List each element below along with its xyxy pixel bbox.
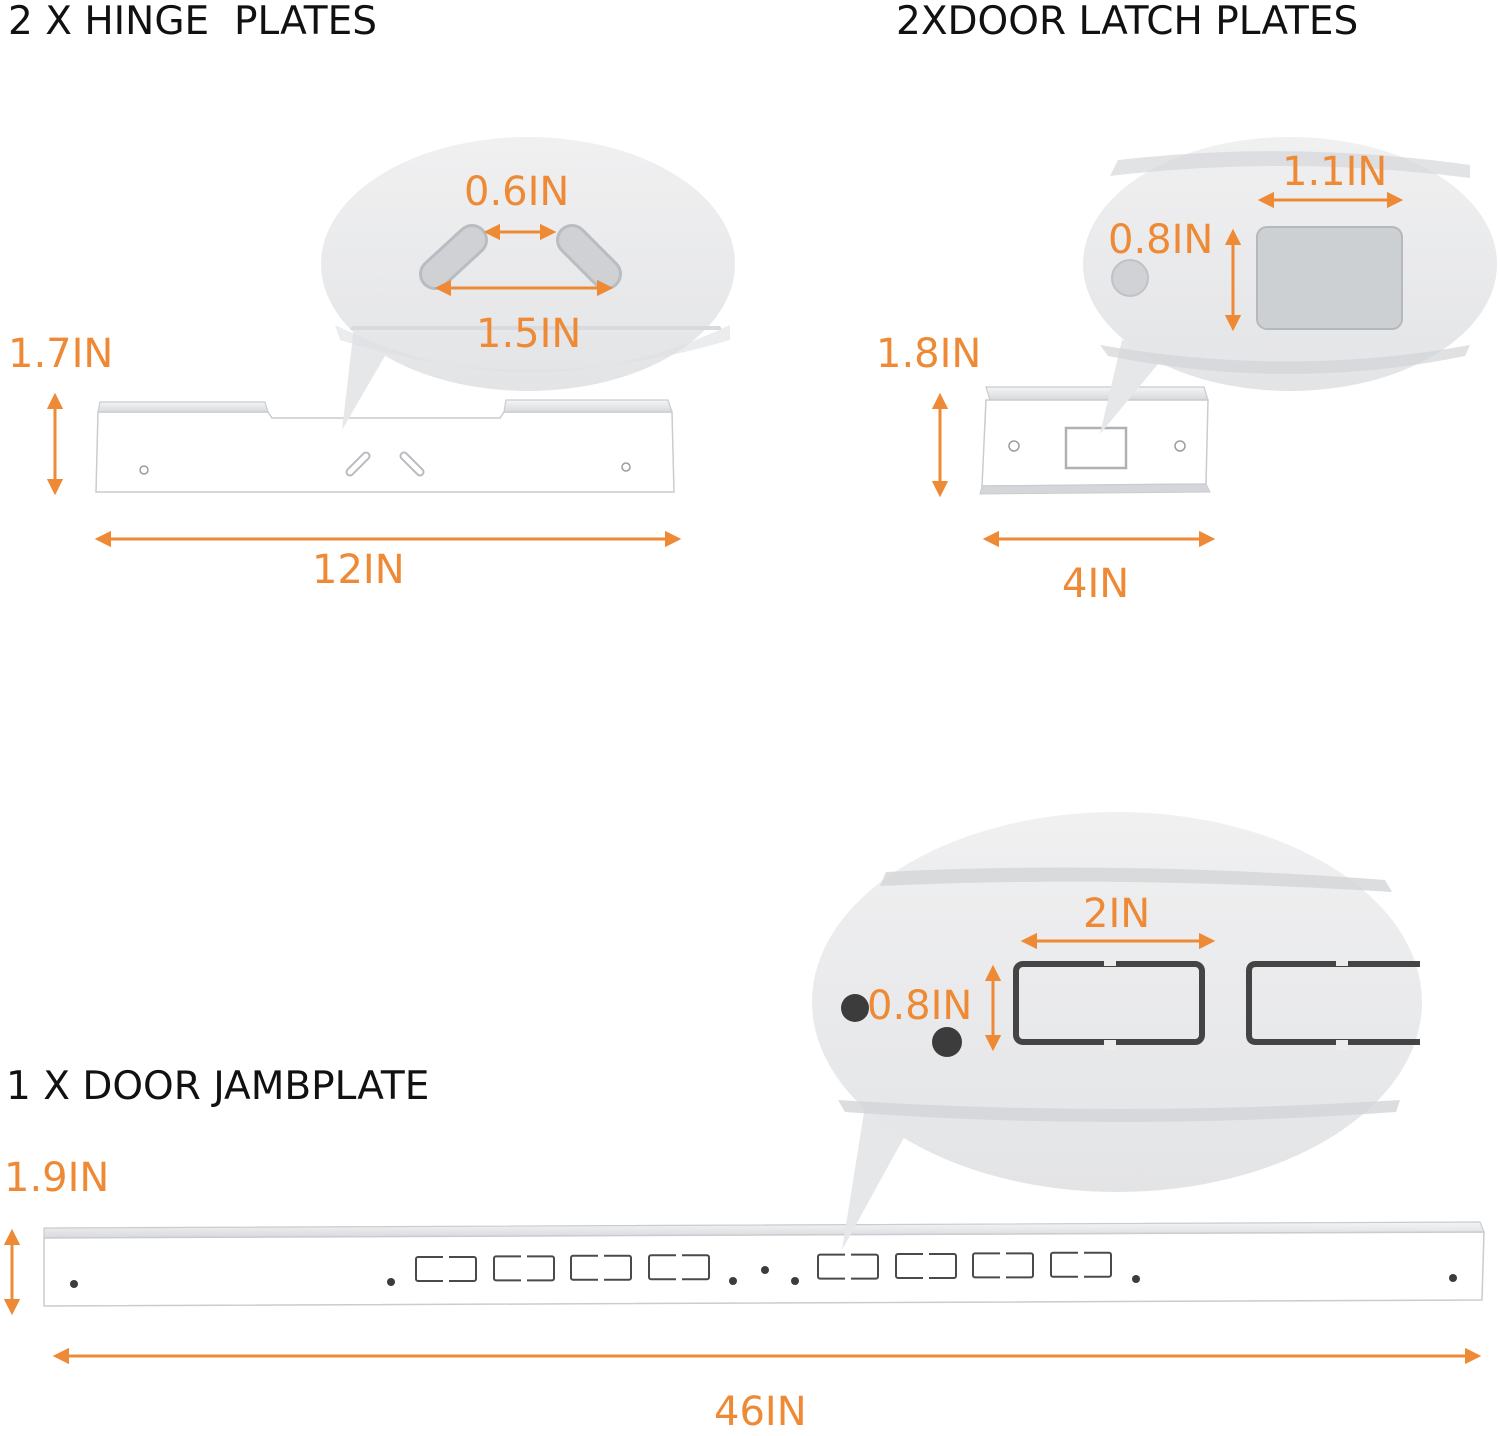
latch-opening [1064, 426, 1128, 470]
jamb-screw-hole [70, 1280, 78, 1288]
latch-opening-height-label: 0.8IN [1108, 217, 1214, 263]
latch-screw-hole [1174, 440, 1186, 452]
latch-plates-title: 2XDOOR LATCH PLATES [896, 0, 1359, 44]
jamb-opening-enlarged [1246, 956, 1420, 1050]
jamb-plate-openings [70, 1250, 1457, 1288]
jamb-screw-hole [729, 1277, 737, 1285]
jamb-plate-group [3, 812, 1485, 1365]
hinge-slot-gap-label: 0.6IN [464, 169, 570, 215]
latch-opening-width-label: 1.1IN [1282, 149, 1388, 195]
latch-height-label: 1.8IN [876, 331, 982, 377]
hinge-width-label: 12IN [312, 547, 405, 593]
jamb-length-label: 46IN [714, 1389, 807, 1435]
jamb-opening-height-label: 0.8IN [867, 983, 973, 1029]
jamb-opening-width-label: 2IN [1083, 891, 1151, 937]
jamb-screw-hole-enlarged [932, 1027, 962, 1057]
jamb-opening [1050, 1251, 1112, 1278]
hinge-screw-hole [621, 462, 631, 472]
latch-plate-lip [979, 483, 1211, 495]
jamb-opening [648, 1254, 710, 1281]
jamb-opening [817, 1253, 879, 1280]
latch-width-label: 4IN [1062, 561, 1130, 607]
latch-plate-flange [985, 386, 1209, 401]
jamb-opening [972, 1252, 1034, 1279]
jamb-screw-hole [1132, 1275, 1140, 1283]
jamb-opening [570, 1254, 632, 1281]
jamb-callout-bubble [812, 812, 1422, 1192]
jamb-callout-pointer [842, 1100, 918, 1250]
jamb-screw-hole [387, 1278, 395, 1286]
hinge-plates-title: 2 X HINGE PLATES [8, 0, 377, 44]
jamb-opening [493, 1255, 555, 1282]
latch-screw-hole-enlarged [1111, 259, 1149, 297]
latch-screw-hole [1008, 440, 1020, 452]
hinge-plate-flange-right [503, 399, 673, 413]
jamb-opening [895, 1253, 957, 1279]
hinge-plate-flange-left [97, 401, 269, 413]
jamb-screw-hole [791, 1277, 799, 1285]
hinge-plate-group [46, 137, 735, 548]
hinge-slot-span-label: 1.5IN [476, 311, 582, 357]
jamb-screw-hole [761, 1266, 769, 1274]
hinge-screw-hole [139, 465, 149, 475]
jamb-plate-title: 1 X DOOR JAMBPLATE [6, 1064, 430, 1109]
jamb-height-label: 1.9IN [4, 1155, 110, 1201]
jamb-screw-hole-enlarged [841, 994, 869, 1022]
jamb-screw-hole [1449, 1274, 1457, 1282]
jamb-opening [415, 1256, 477, 1282]
latch-plate-group [931, 137, 1497, 548]
hinge-plate [95, 411, 675, 493]
latch-opening-enlarged [1256, 226, 1403, 330]
hinge-height-label: 1.7IN [8, 331, 114, 377]
jamb-opening-enlarged [1013, 956, 1205, 1050]
